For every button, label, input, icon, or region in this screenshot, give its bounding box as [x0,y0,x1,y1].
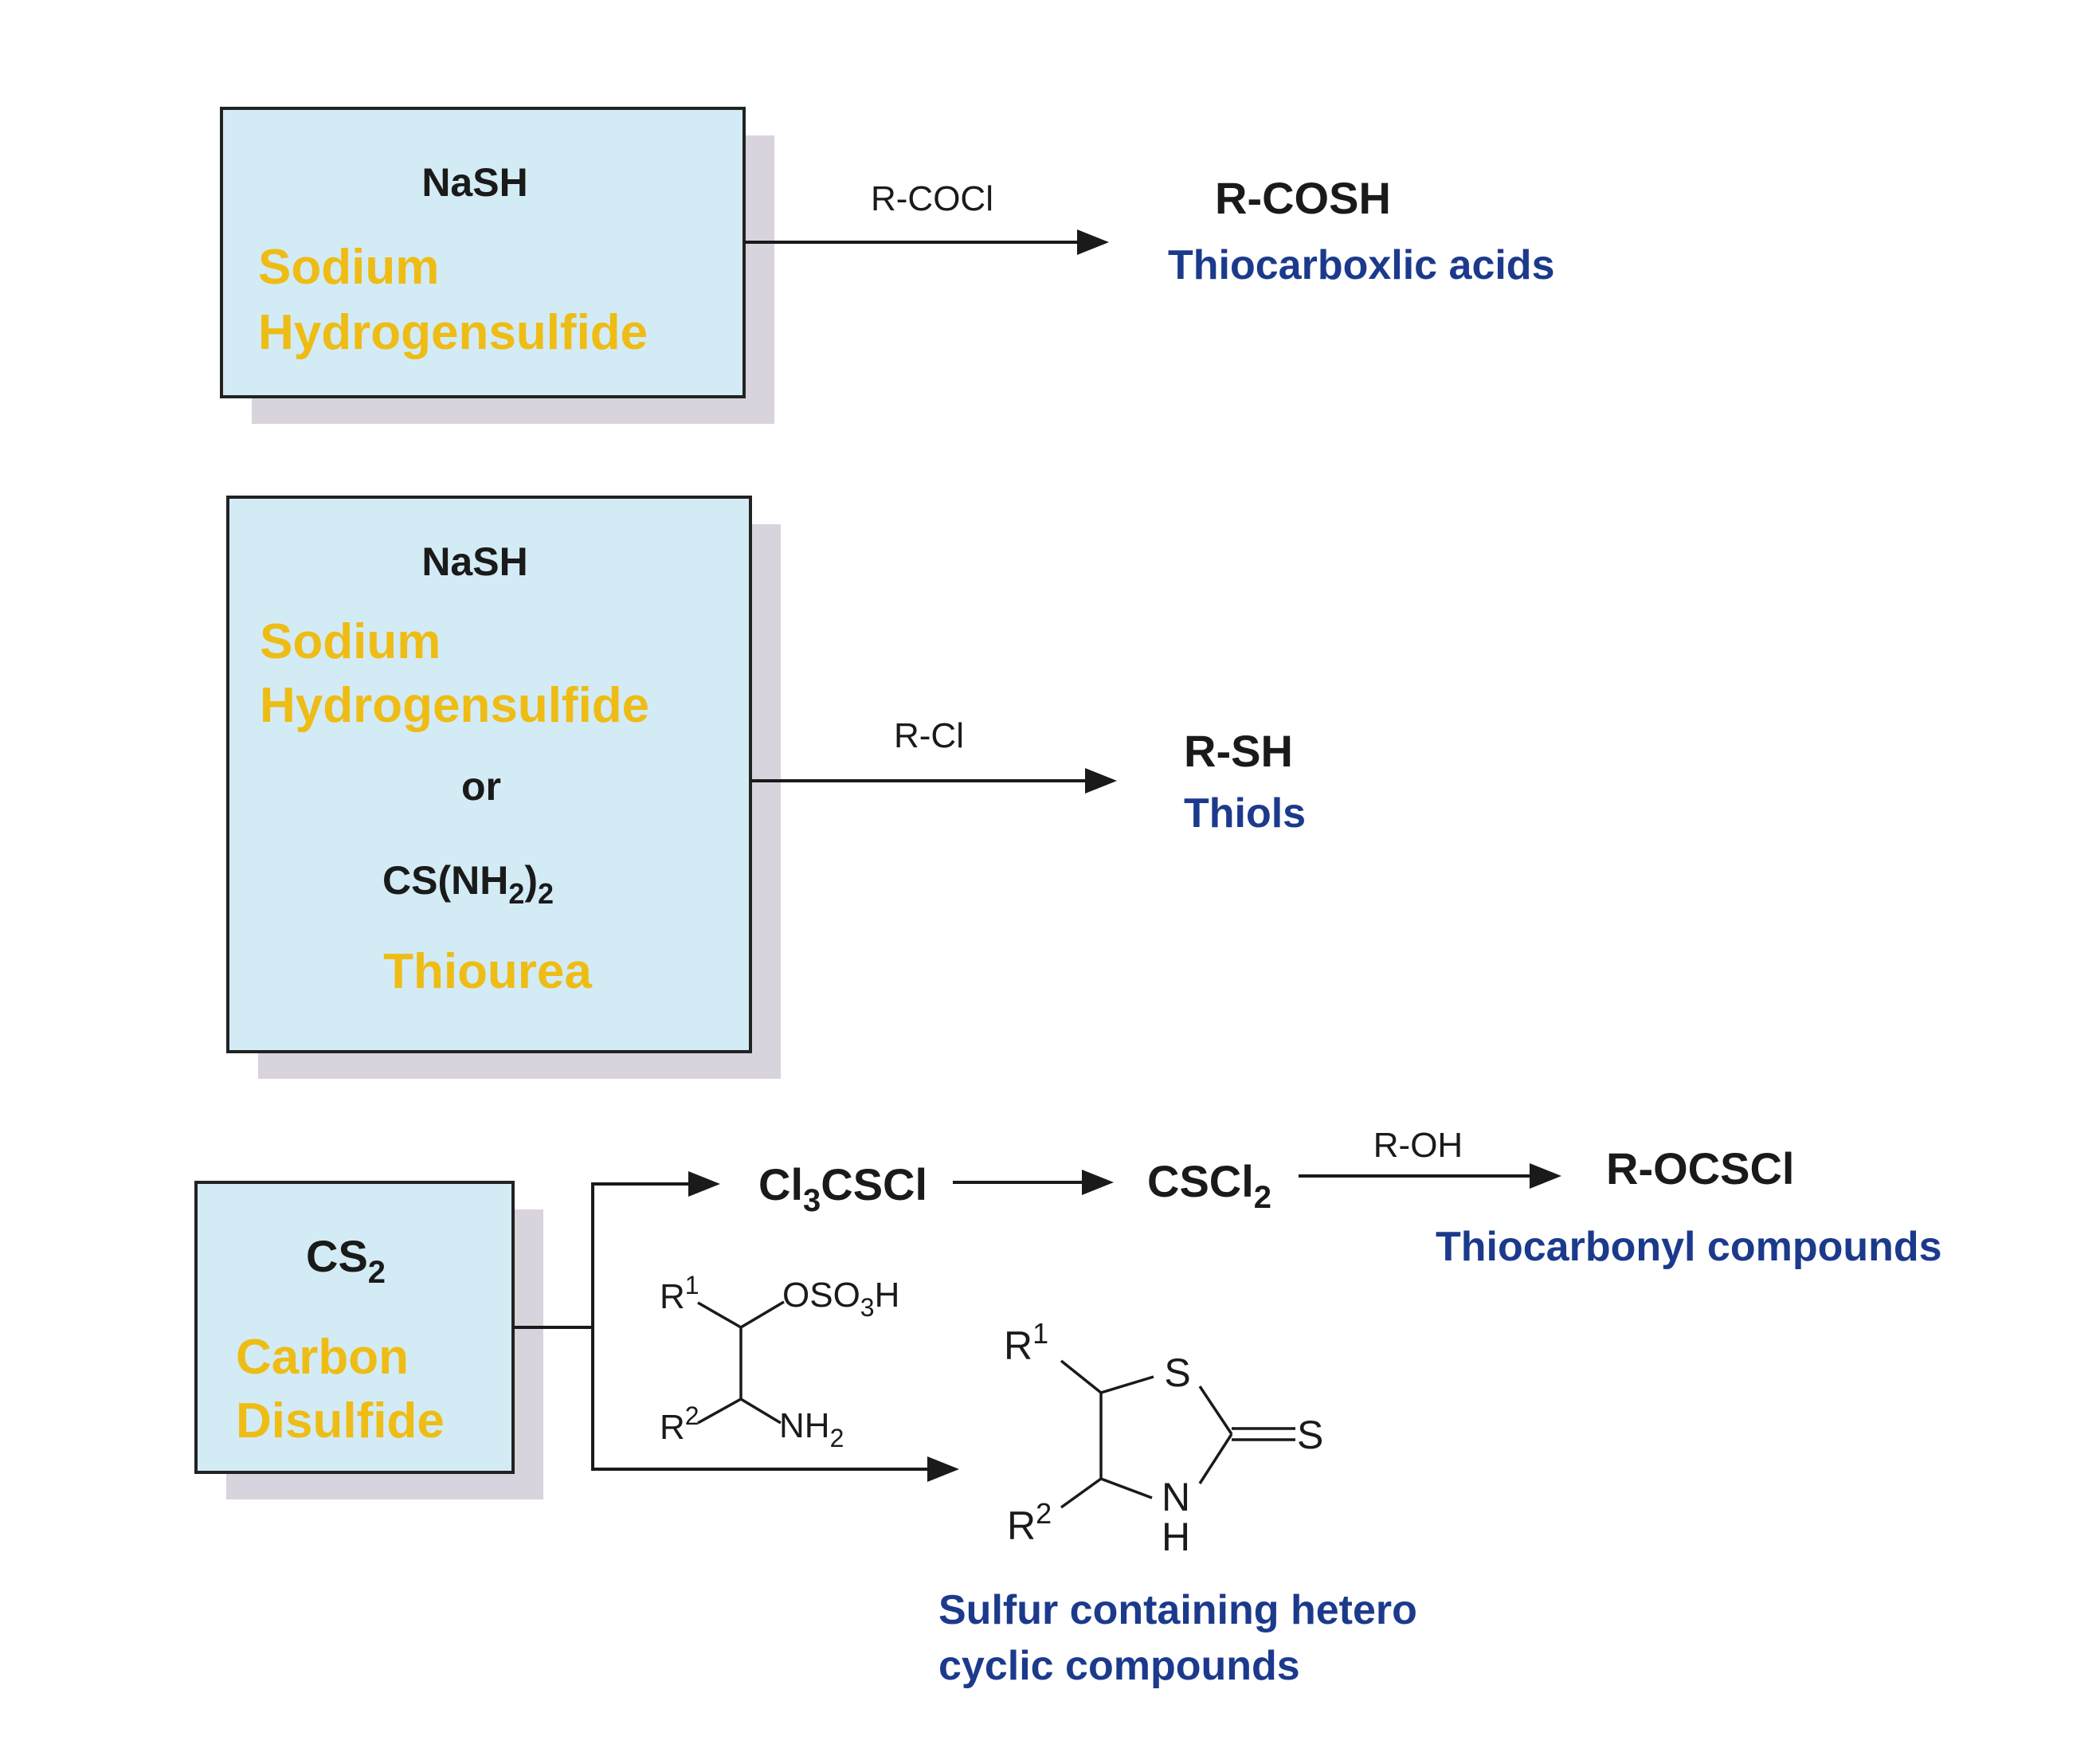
box1-formula: NaSH [421,160,527,205]
box3-name-line1: Carbon [236,1330,409,1385]
box-sodium-hydrogensulfide-thiourea: NaSH Sodium Hydrogensulfide or CS(NH2)2 … [226,496,781,1079]
reagent-oso3h-a: OSO [782,1276,860,1315]
reaction1-reagent: R-COCl [871,179,993,218]
box3-name-line2: Disulfide [236,1393,445,1448]
box2-or: or [461,764,501,809]
box-sodium-hydrogensulfide-1: NaSH Sodium Hydrogensulfide [220,107,774,424]
reagent-r1-sup: 1 [685,1271,699,1299]
product-r2-sup: 2 [1036,1497,1052,1530]
box-carbon-disulfide: CS2 Carbon Disulfide [194,1181,543,1499]
reagent-oso3h-sub: 3 [860,1293,875,1322]
reagent-bond-nh2 [740,1397,782,1425]
box2-name-line1: Sodium [260,614,441,669]
reagent-r2: R2 [660,1401,699,1447]
reaction4-reagent-structure: R1 OSO3H R2 NH2 [660,1271,899,1452]
box3-frame [194,1181,515,1474]
reagent-nh2: NH2 [779,1406,844,1452]
product-r2-letter: R [1007,1503,1036,1548]
box2-name-line2: Hydrogensulfide [260,678,649,733]
reaction1-arrowhead [1077,229,1109,255]
reagent-r2-letter: R [660,1408,685,1447]
reaction2-arrowhead [1085,768,1117,794]
box2-formula2-main: CS(NH [382,858,508,903]
reaction4-product-name-line2: cyclic compounds [938,1643,1300,1689]
product-r1: R1 [1004,1317,1048,1368]
reaction3-int1-sub: 3 [803,1183,821,1218]
reaction1: R-COCl R-COSH Thiocarboxlic acids [744,173,1555,288]
product-bond-s-c2 [1198,1386,1233,1435]
reagent-nh2-sub: 2 [830,1424,844,1452]
reaction2: R-Cl R-SH Thiols [750,716,1306,837]
reaction1-product-formula: R-COSH [1215,173,1391,223]
product-bond-c5-s [1100,1375,1154,1394]
box1-frame [220,107,746,398]
branch-connector [513,1171,959,1482]
box2-formula: NaSH [421,539,527,584]
box2-formula2-sub1: 2 [508,877,524,910]
reaction4-product-name-line1: Sulfur containing hetero [938,1587,1417,1633]
reagent-bond-r1 [697,1301,742,1329]
reaction3-product-formula: R-OCSCl [1606,1143,1794,1194]
product-ring-n: N [1162,1475,1190,1519]
reaction3-arrowhead1 [1082,1170,1114,1195]
reagent-bond-r2 [697,1397,742,1425]
product-bond-n-c4 [1100,1477,1153,1499]
product-r1-sup: 1 [1032,1317,1048,1350]
reaction1-product-name: Thiocarboxlic acids [1168,242,1555,288]
reaction3-int2-a: CSCl [1147,1156,1254,1206]
box2-thiourea-formula: CS(NH2)2 [382,858,554,910]
reagent-r1: R1 [660,1271,699,1316]
product-r1-letter: R [1004,1323,1032,1368]
box3-formula-sub: 2 [368,1255,386,1290]
branch-upper-arrowhead [688,1171,720,1197]
reaction3-arrowhead2 [1530,1163,1561,1189]
reaction3-reagent: R-OH [1373,1126,1463,1165]
reaction3-intermediate2: CSCl2 [1147,1156,1271,1215]
reaction2-reagent: R-Cl [894,716,964,755]
reagent-r2-sup: 2 [685,1401,699,1430]
product-bond-r1 [1060,1359,1103,1394]
box2-name2: Thiourea [383,944,592,999]
reaction2-product-name: Thiols [1184,790,1306,837]
product-thione-s: S [1297,1413,1323,1457]
box2-formula2-sub2: 2 [538,877,554,910]
product-r2: R2 [1007,1497,1052,1548]
reaction3-int2-sub: 2 [1254,1180,1271,1215]
reagent-oso3h: OSO3H [782,1276,899,1322]
reagent-r1-letter: R [660,1277,685,1316]
product-bond-r2 [1060,1477,1103,1509]
reaction3: Cl3CSCl CSCl2 R-OH R-OCSCl Thiocarbonyl … [758,1126,1942,1270]
reagent-oso3h-b: H [875,1276,900,1315]
branch-lower-arrowhead [927,1456,959,1482]
reaction3-intermediate1: Cl3CSCl [758,1159,927,1218]
reagent-bond-oso3h [740,1300,785,1329]
product-ring-h: H [1162,1515,1190,1559]
reaction3-product-name: Thiocarbonyl compounds [1436,1224,1942,1270]
box1-name-line2: Hydrogensulfide [258,305,648,360]
reaction3-int1-a: Cl [758,1159,803,1209]
box2-frame [226,496,752,1053]
box2-formula2-paren: ) [524,858,538,903]
reaction2-product-formula: R-SH [1184,726,1293,776]
reagent-nh2-a: NH [779,1406,830,1445]
box3-formula-main: CS [306,1231,368,1281]
product-ring-s: S [1164,1350,1190,1395]
box3-formula: CS2 [306,1231,386,1290]
box1-name-line1: Sodium [258,240,439,295]
product-bond-c2-n [1198,1433,1233,1484]
reaction4-product-structure: S S N H R1 R2 Sulfur containing hetero c… [938,1317,1417,1689]
reaction3-int1-b: CSCl [821,1159,927,1209]
